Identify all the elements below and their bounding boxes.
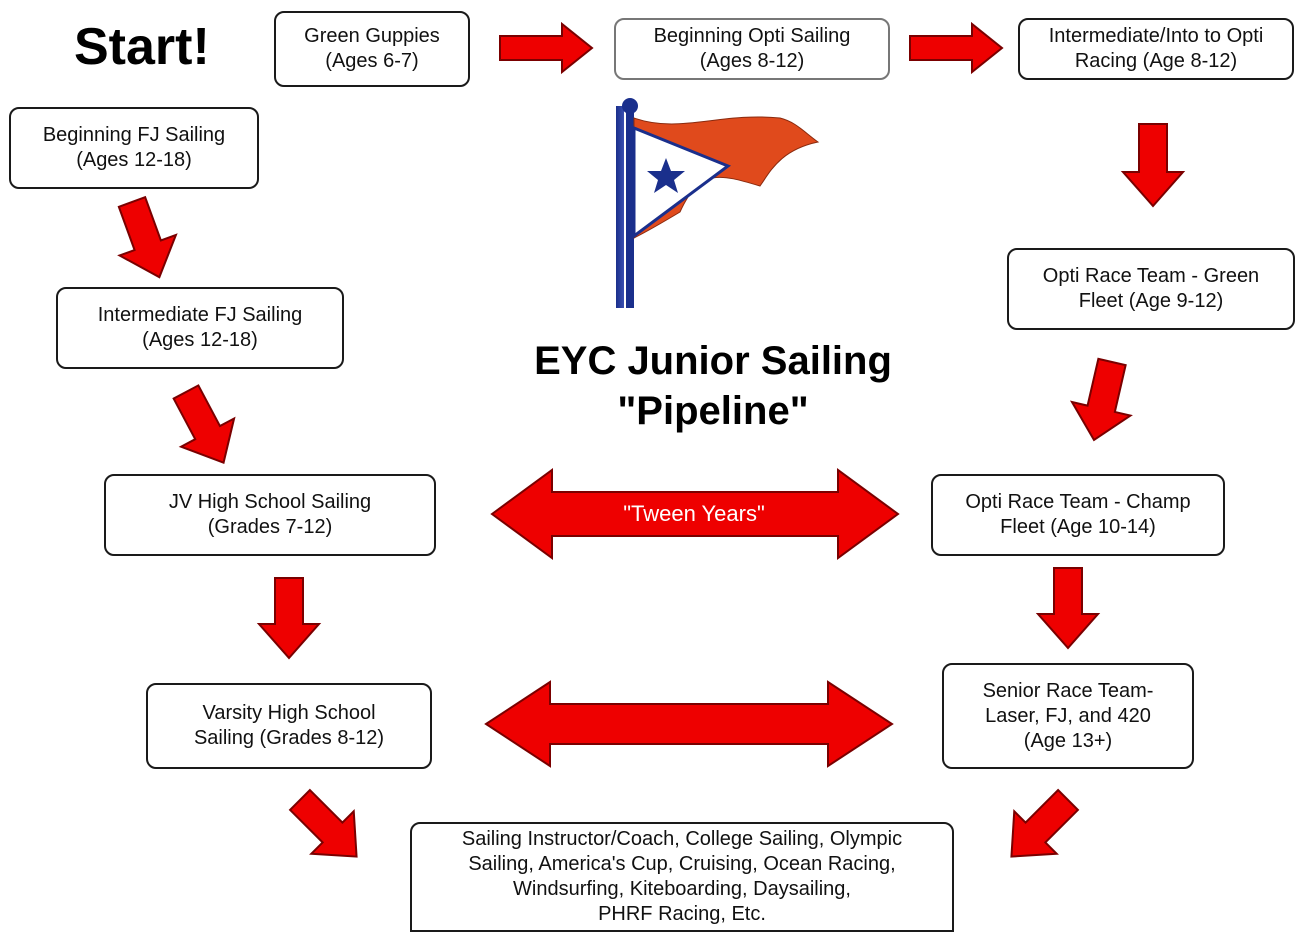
node-senior-race-team-line3: (Age 13+) [1023, 729, 1113, 752]
diagram-title: EYC Junior Sailing "Pipeline" [470, 336, 956, 436]
node-beginning-fj-line2: (Ages 12-18) [76, 149, 192, 171]
tween-years-double-arrow [490, 468, 900, 560]
node-jv-high-school: JV High School Sailing (Grades 7-12) [104, 474, 436, 556]
node-beginning-fj-line1: Beginning FJ Sailing [42, 124, 226, 146]
diagram-title-line1: EYC Junior Sailing [534, 339, 892, 383]
node-intermediate-opti-line1: Intermediate/Into to Opti [1048, 25, 1264, 47]
arrow-beginning-fj-to-intermediate-fj [117, 195, 178, 279]
node-opti-green-fleet: Opti Race Team - Green Fleet (Age 9-12) [1007, 248, 1295, 330]
arrow-jv-to-varsity [256, 577, 322, 660]
node-intermediate-opti: Intermediate/Into to Opti Racing (Age 8-… [1018, 18, 1294, 80]
node-senior-race-team-line1: Senior Race Team- [982, 679, 1154, 702]
node-outcomes-line4: PHRF Racing, Etc. [598, 903, 766, 925]
arrow-senior-to-outcomes [1010, 788, 1080, 858]
arrow-intermediate-to-green-fleet [1120, 123, 1186, 208]
arrow-opti-to-intermediate [909, 21, 1004, 75]
node-opti-green-fleet-line2: Fleet (Age 9-12) [1078, 290, 1224, 312]
diagram-title-line2: "Pipeline" [617, 389, 809, 433]
node-beginning-opti-line2: (Ages 8-12) [699, 50, 805, 72]
arrow-guppies-to-opti [499, 21, 594, 75]
arrow-green-fleet-to-champ-fleet [1069, 357, 1133, 442]
node-beginning-fj: Beginning FJ Sailing (Ages 12-18) [9, 107, 259, 189]
node-opti-champ-fleet-line1: Opti Race Team - Champ [965, 491, 1191, 513]
tween-years-label: "Tween Years" [623, 501, 765, 526]
node-outcomes-line2: Sailing, America's Cup, Cruising, Ocean … [468, 853, 896, 875]
varsity-senior-double-arrow [484, 680, 894, 768]
node-beginning-opti: Beginning Opti Sailing (Ages 8-12) [614, 18, 890, 80]
node-varsity-high-school-line2: Sailing (Grades 8-12) [193, 727, 385, 749]
node-jv-high-school-line2: (Grades 7-12) [207, 516, 333, 538]
node-varsity-high-school-line1: Varsity High School [202, 702, 376, 724]
node-varsity-high-school: Varsity High School Sailing (Grades 8-12… [146, 683, 432, 769]
node-green-guppies-line1: Green Guppies [304, 25, 440, 47]
node-jv-high-school-line1: JV High School Sailing [168, 491, 372, 513]
node-intermediate-fj: Intermediate FJ Sailing (Ages 12-18) [56, 287, 344, 369]
node-intermediate-fj-line1: Intermediate FJ Sailing [97, 304, 303, 326]
node-green-guppies: Green Guppies (Ages 6-7) [274, 11, 470, 87]
arrow-varsity-to-outcomes [288, 788, 358, 858]
node-intermediate-fj-line2: (Ages 12-18) [142, 329, 258, 351]
node-outcomes: Sailing Instructor/Coach, College Sailin… [410, 822, 954, 932]
node-beginning-opti-line1: Beginning Opti Sailing [653, 25, 851, 47]
node-opti-champ-fleet-line2: Fleet (Age 10-14) [1000, 516, 1156, 538]
node-outcomes-line1: Sailing Instructor/Coach, College Sailin… [461, 828, 903, 850]
arrow-intermediate-fj-to-jv [172, 384, 236, 464]
start-label: Start! [74, 18, 210, 76]
node-senior-race-team: Senior Race Team- Laser, FJ, and 420 (Ag… [942, 663, 1194, 769]
node-intermediate-opti-line2: Racing (Age 8-12) [1074, 50, 1238, 72]
node-senior-race-team-line2: Laser, FJ, and 420 [985, 704, 1151, 727]
node-opti-green-fleet-line1: Opti Race Team - Green [1042, 265, 1260, 287]
arrow-champ-fleet-to-senior [1035, 567, 1101, 650]
node-green-guppies-line2: (Ages 6-7) [325, 50, 419, 72]
burgee-flag-icon [616, 98, 820, 308]
node-opti-champ-fleet: Opti Race Team - Champ Fleet (Age 10-14) [931, 474, 1225, 556]
node-outcomes-line3: Windsurfing, Kiteboarding, Daysailing, [513, 878, 851, 900]
